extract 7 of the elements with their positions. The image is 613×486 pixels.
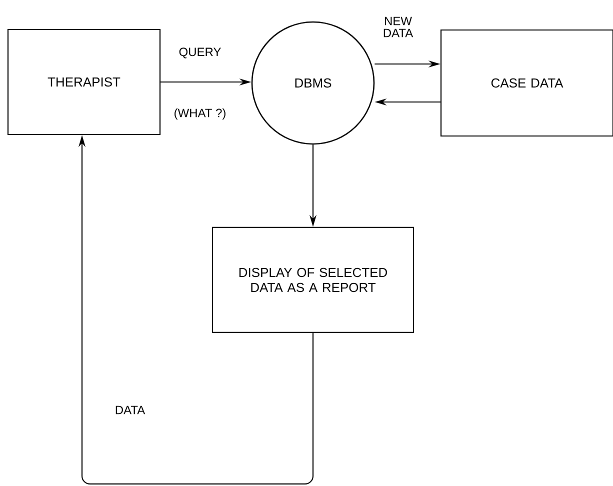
edge-label: NEW DATA [384, 16, 414, 38]
edge-label: DATA [116, 406, 146, 414]
process-box: DISPLAY OF SELECTED DATA AS A REPORT [212, 226, 414, 334]
process-box: CASE DATA [440, 29, 613, 137]
note-label: (WHAT ?) [174, 108, 226, 120]
process-box: THERAPIST [7, 28, 161, 136]
edge-label: QUERY [179, 48, 221, 58]
